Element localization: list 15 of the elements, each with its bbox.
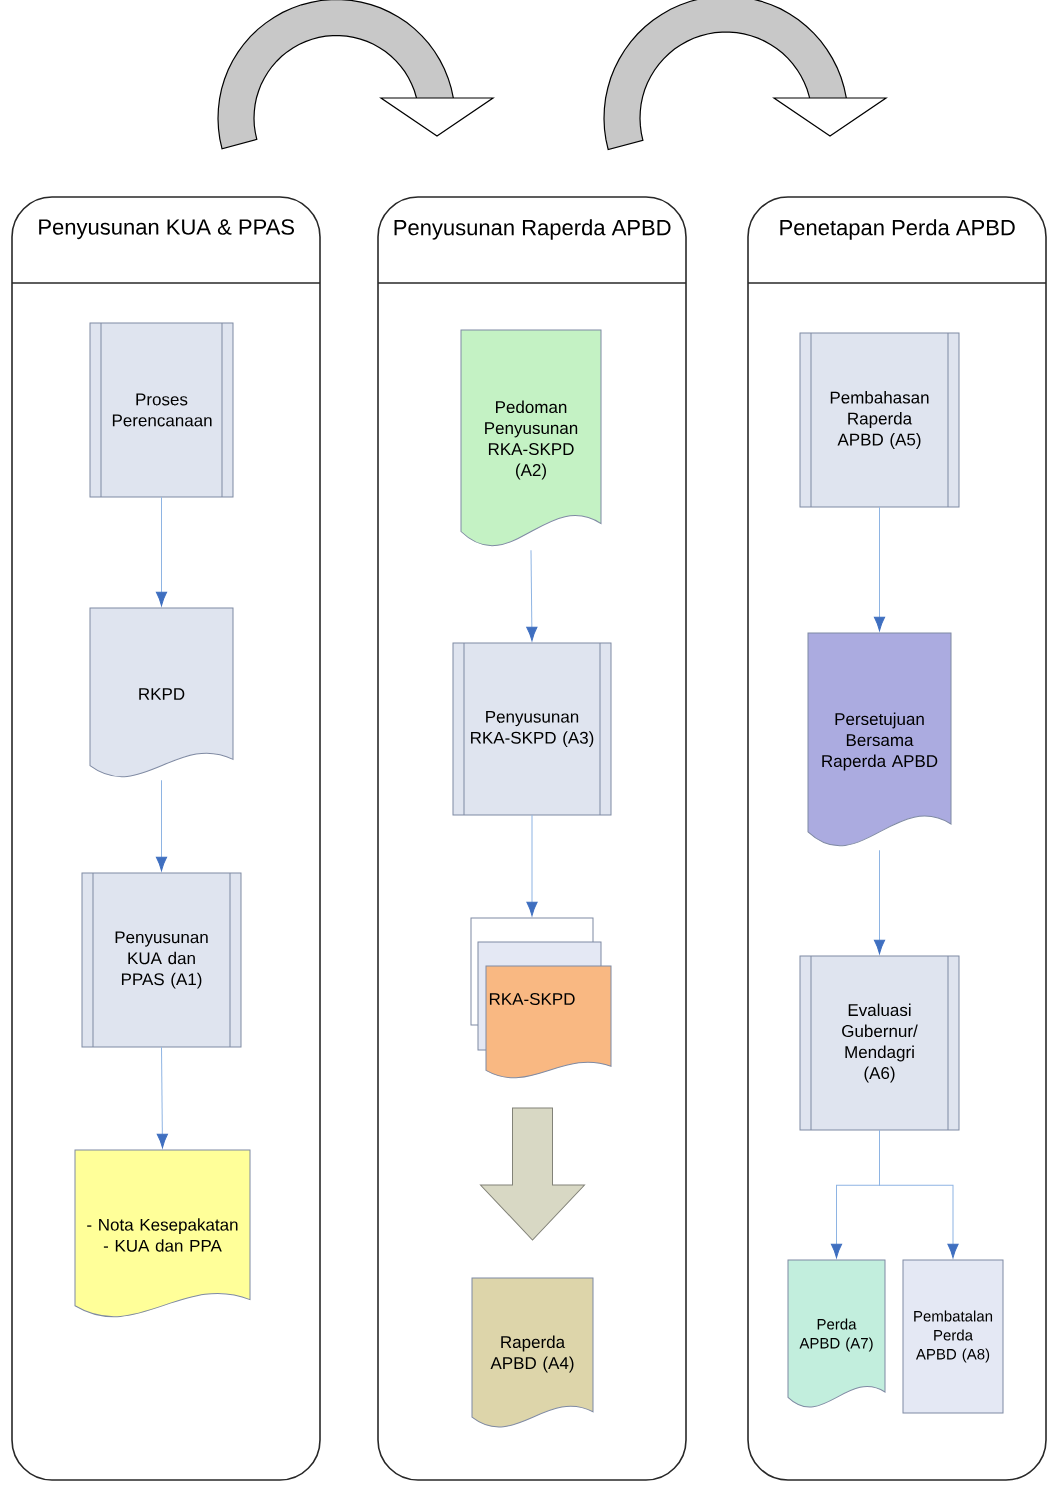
arrow xyxy=(155,496,168,607)
arrow xyxy=(156,1046,168,1149)
arrow xyxy=(526,814,538,917)
process-box: Penyusunan KUA dan PPAS (A1) xyxy=(81,872,242,1048)
process-box: Pembahasan Raperda APBD (A5) xyxy=(799,332,960,508)
process-box: Penyusunan RKA-SKPD (A3) xyxy=(452,642,612,816)
block-arrow xyxy=(480,1107,585,1241)
arrow xyxy=(155,779,168,872)
arrow xyxy=(873,506,886,632)
arrow xyxy=(526,549,538,642)
arrow xyxy=(873,849,886,955)
arrow xyxy=(879,1129,959,1259)
process-box: Pembatalan Perda APBD (A8) xyxy=(902,1259,1004,1414)
process-box: Evaluasi Gubernur/ Mendagri (A6) xyxy=(799,955,960,1131)
process-box: Proses Perencanaan xyxy=(89,322,234,498)
